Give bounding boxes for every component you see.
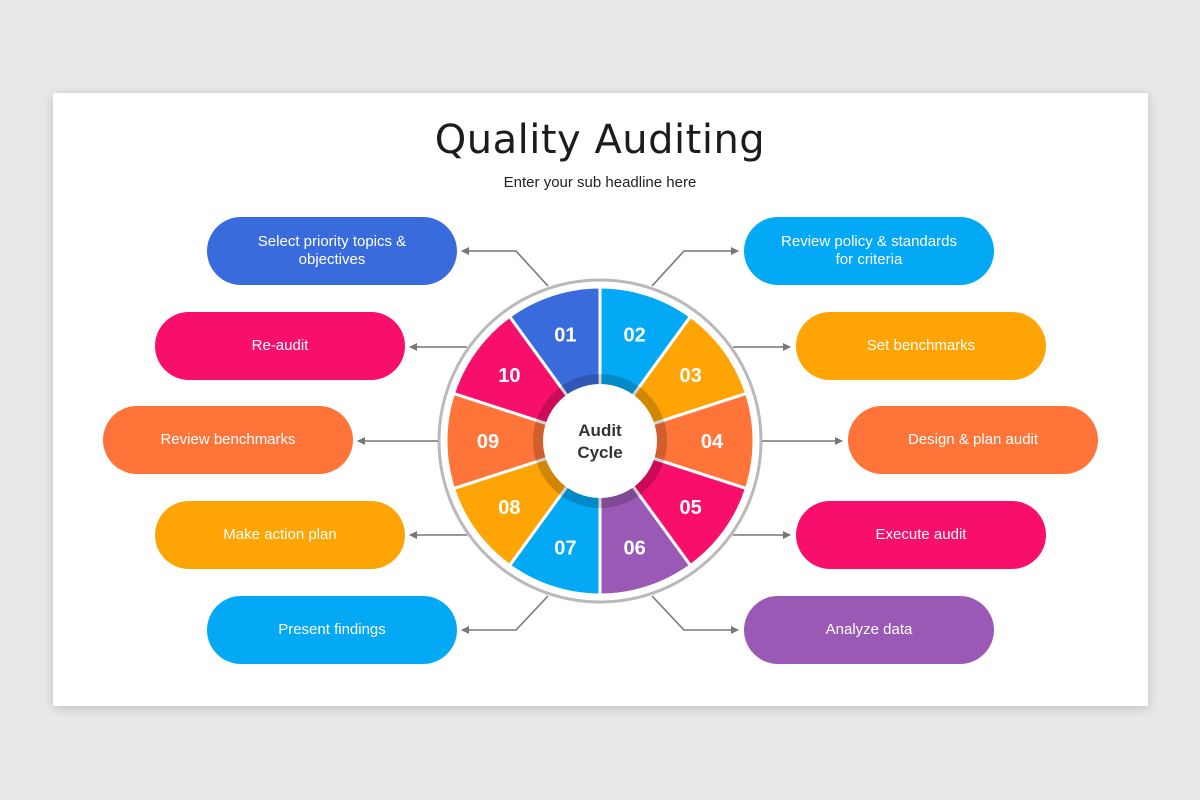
connector-arrow-07	[461, 595, 549, 634]
segment-number-04: 04	[701, 431, 724, 453]
connector-arrow-02	[651, 247, 739, 287]
connector-lines	[357, 247, 843, 634]
step-label-06: Analyze data	[744, 596, 994, 664]
step-label-10: Re-audit	[155, 312, 405, 380]
step-label-01: Select priority topics & objectives	[207, 217, 457, 285]
segment-number-05: 05	[679, 497, 701, 519]
step-label-09: Review benchmarks	[103, 406, 353, 474]
slide-subtitle: Enter your sub headline here	[503, 174, 697, 191]
connector-arrow-01	[461, 247, 549, 287]
step-label-03: Set benchmarks	[796, 312, 1046, 380]
slide-title: Quality Auditing	[434, 117, 766, 163]
segment-number-08: 08	[498, 497, 520, 519]
center-label-line1: Audit	[578, 421, 622, 440]
segment-09	[444, 391, 605, 491]
step-label-08: Make action plan	[155, 501, 405, 569]
segment-number-02: 02	[623, 324, 645, 346]
segment-number-03: 03	[679, 365, 701, 387]
segment-numbers: 01 02 03 04 05 06 07 08 09 10	[477, 324, 724, 559]
step-label-02: Review policy & standards for criteria	[744, 217, 994, 285]
segment-number-06: 06	[623, 538, 645, 560]
cycle-center-circle	[543, 384, 657, 498]
cycle-outer-ring	[437, 278, 763, 604]
segment-04	[595, 391, 756, 491]
segment-number-09: 09	[477, 431, 499, 453]
segment-number-01: 01	[554, 324, 576, 346]
segment-number-07: 07	[554, 538, 576, 560]
segment-number-10: 10	[498, 365, 520, 387]
center-label-line2: Cycle	[577, 443, 622, 462]
connector-arrow-06	[651, 595, 739, 634]
step-label-05: Execute audit	[796, 501, 1046, 569]
step-label-04: Design & plan audit	[848, 406, 1098, 474]
step-label-07: Present findings	[207, 596, 457, 664]
